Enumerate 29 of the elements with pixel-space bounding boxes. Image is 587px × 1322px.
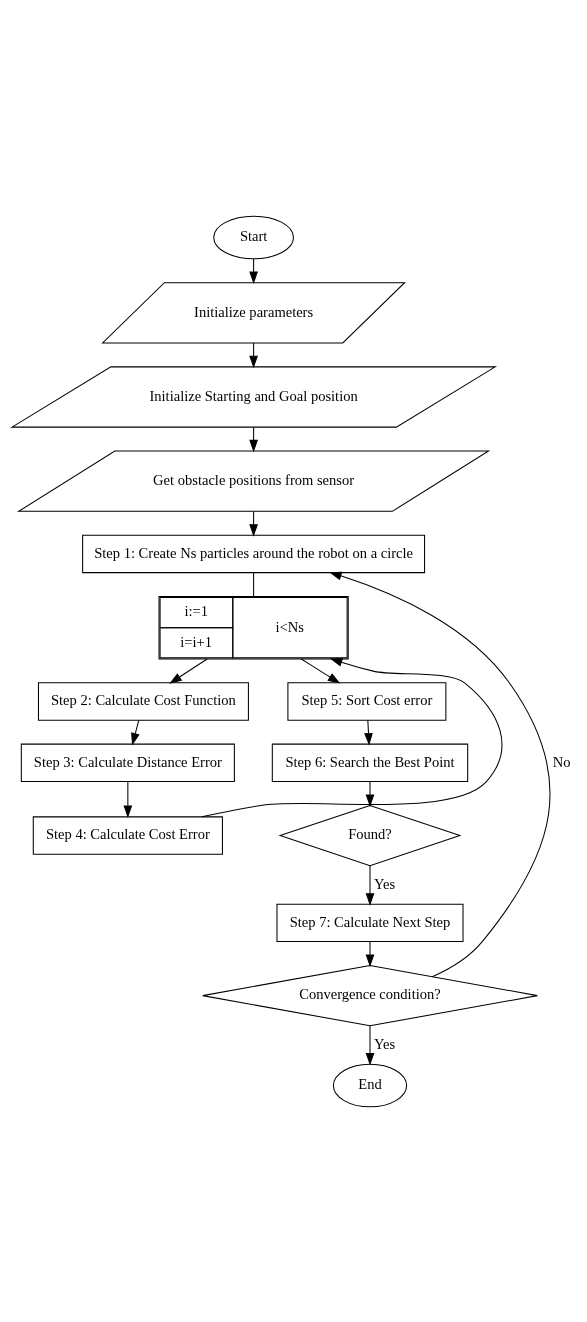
node-box: Step 1: Create Ns particles around the robot on a circle	[82, 534, 426, 573]
edge-label: Yes	[373, 875, 396, 892]
arrow	[300, 657, 341, 684]
connector	[253, 571, 255, 597]
node-ellipse: End	[332, 1063, 408, 1107]
node-box: Step 5: Sort Cost error	[287, 681, 447, 721]
node-diamond: Found?	[278, 804, 462, 866]
arrow	[131, 719, 140, 746]
arrow	[365, 780, 375, 807]
arrow	[364, 719, 373, 746]
arrow	[249, 342, 258, 368]
node-box: Step 2: Calculate Cost Function	[37, 681, 249, 721]
arrow	[329, 571, 551, 977]
node-box: Step 7: Calculate Next Step	[276, 903, 464, 942]
arrow	[365, 1024, 375, 1066]
node-box: Step 6: Search the Best Point	[271, 743, 469, 782]
edge-label: No	[552, 753, 571, 770]
node-box: Step 3: Calculate Distance Error	[20, 743, 235, 782]
arrow	[123, 780, 133, 818]
node-box: Step 4: Calculate Cost Error	[32, 815, 223, 855]
arrow	[249, 426, 258, 452]
arrow	[201, 657, 503, 817]
arrow	[249, 510, 258, 537]
edge-label: Yes	[373, 1035, 396, 1052]
arrow	[169, 657, 208, 684]
arrow	[365, 940, 375, 967]
node-diamond: Convergence condition?	[202, 964, 538, 1026]
node-ellipse: Start	[213, 215, 294, 259]
arrow	[365, 864, 375, 906]
